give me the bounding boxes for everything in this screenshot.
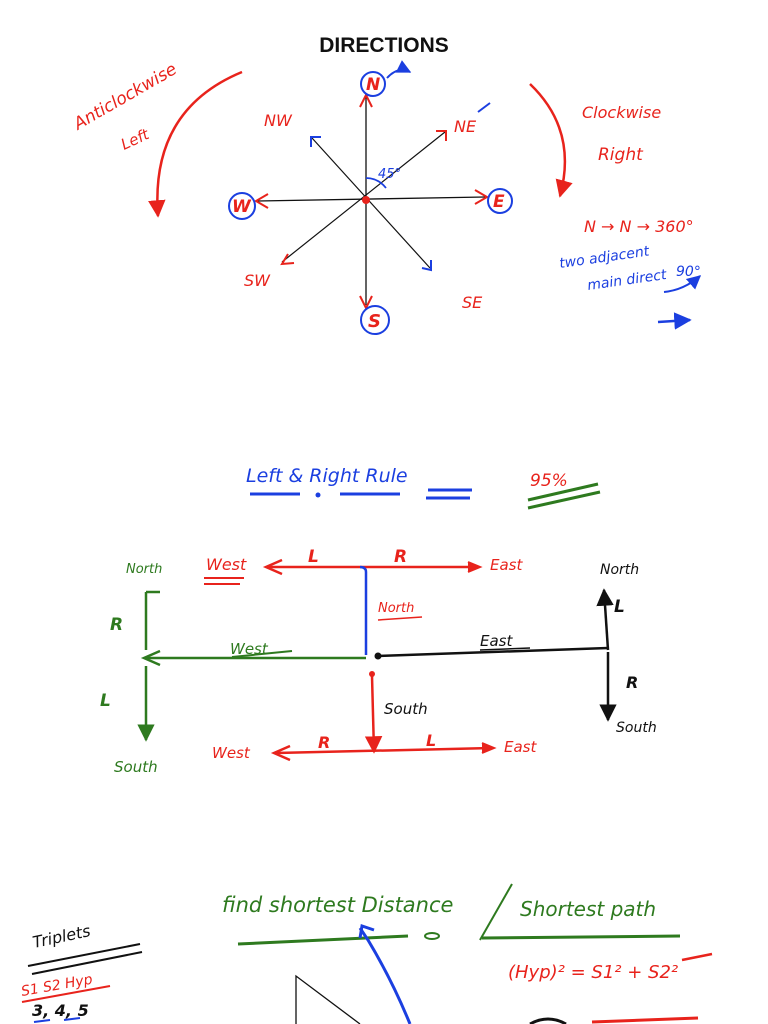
left-branch-north: North [126,562,162,577]
east-label: E [493,192,505,212]
right-branch-right-marker: R [626,673,638,692]
northeast-label: NE [454,117,477,136]
rule-percent: 95% [530,471,568,491]
top-right-marker: R [394,547,407,567]
top-west-label: West [206,555,247,574]
bottom-south-label: South [384,700,428,718]
shortest-distance-section: find shortest Distance Shortest path Tri… [20,883,713,1024]
anticlockwise-note: Anticlockwise Left [70,59,243,218]
left-right-rule-diagram: West L R East North West East North R L … [100,547,657,776]
top-left-marker: L [308,547,319,567]
right-label: Right [598,145,644,165]
top-north-label: North [378,601,414,616]
anticlockwise-label: Anticlockwise [70,59,181,135]
top-east-label: East [490,556,523,574]
left-right-rule-heading: Left & Right Rule 95% [246,465,601,510]
northwest-label: NW [264,111,293,130]
left-label: Left [118,125,153,154]
south-label: S [368,311,381,332]
triplets-title: Triplets [31,921,92,952]
adjacent-note-line2: main direct [586,267,668,294]
north-label: N [366,75,380,95]
clockwise-label: Clockwise [582,103,661,122]
southeast-label: SE [462,293,483,312]
compass-diagram: 45° N S E W NE NW SE SW [228,60,513,335]
left-branch-right-marker: R [110,615,123,635]
center-east-label: East [480,632,513,650]
adjacent-note-line1: two adjacent [558,243,650,272]
clockwise-note: Clockwise Right N → N → 360° two adjacen… [529,83,702,330]
rule-heading: Left & Right Rule [246,465,408,487]
bottom-left-marker: L [426,731,436,750]
full-turn-note: N → N → 360° [584,217,694,236]
right-branch-south: South [616,720,657,736]
left-branch-south: South [114,758,158,776]
bottom-west-label: West [212,744,251,762]
right-branch-left-marker: L [614,597,625,617]
triplet-values: 3, 4, 5 [32,1001,89,1020]
bottom-east-label: East [504,738,537,756]
left-branch-left-marker: L [100,691,111,711]
shortest-heading-path: Shortest path [520,897,656,921]
right-branch-north: North [600,562,639,578]
bottom-right-marker: R [318,733,330,752]
west-label: W [232,197,252,217]
shortest-heading: find shortest Distance [222,893,453,917]
pythagoras-formula: (Hyp)² = S1² + S2² [508,962,678,983]
page-title: DIRECTIONS [319,34,449,57]
angle-label: 45° [378,167,401,182]
southwest-label: SW [244,271,271,290]
